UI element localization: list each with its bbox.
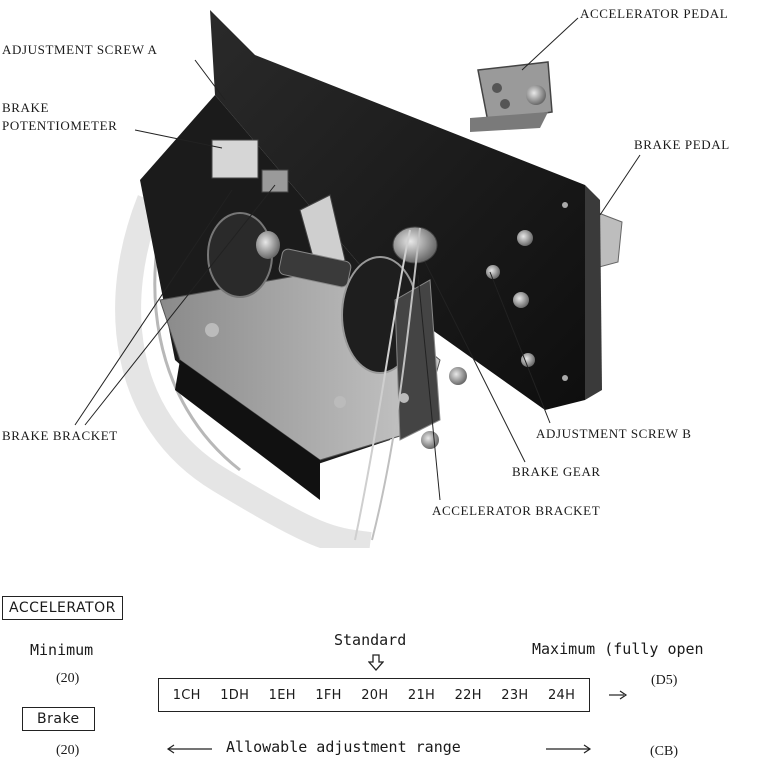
scale-value: 20H — [361, 687, 389, 703]
pedal-screw — [500, 99, 510, 109]
scale-value: 1CH — [172, 687, 201, 703]
callout-accelerator-pedal: ACCELERATOR PEDAL — [580, 6, 729, 21]
maximum-label: Maximum (fully open — [532, 640, 704, 658]
scale-value: 1DH — [220, 687, 250, 703]
scale-value: 1EH — [268, 687, 296, 703]
bolt — [399, 393, 409, 403]
pedal-boss — [526, 85, 546, 105]
plate-hole — [562, 375, 568, 381]
scale-value: 1FH — [315, 687, 342, 703]
standard-arrow-icon — [368, 654, 384, 671]
callout-adjustment-screw-b: ADJUSTMENT SCREW B — [536, 426, 692, 441]
brake-hub — [256, 231, 280, 259]
bolt — [334, 396, 346, 408]
base-shadow — [175, 360, 320, 500]
center-bracket — [299, 194, 346, 276]
callout-brake-potentiometer-line2: POTENTIOMETER — [2, 118, 118, 133]
callout-brake-potentiometer-line1: BRAKE — [2, 100, 50, 115]
wire — [354, 229, 411, 541]
callout-adjustment-screw-a: ADJUSTMENT SCREW A — [2, 42, 158, 57]
adjustment-scale: 1CH 1DH 1EH 1FH 20H 21H 22H 23H 24H — [158, 678, 590, 712]
pedal-arm — [470, 112, 548, 132]
callout-brake-pedal: BRAKE PEDAL — [634, 137, 730, 152]
accelerator-maximum-value: (D5) — [651, 673, 678, 688]
accelerator-label: ACCELERATOR — [2, 596, 123, 620]
brake-label: Brake — [22, 707, 95, 731]
brake-potentiometer-body — [211, 139, 259, 179]
bolt — [521, 353, 535, 367]
scale-value: 21H — [407, 687, 436, 703]
brake-maximum-value: (CB) — [650, 744, 678, 759]
allowable-range-label: Allowable adjustment range — [226, 738, 461, 756]
pedal-screw — [492, 83, 502, 93]
scale-value: 22H — [454, 687, 482, 703]
pedal-assembly-illustration — [74, 10, 641, 548]
bolt — [517, 230, 533, 246]
wire — [371, 227, 421, 541]
leader-lines — [74, 17, 641, 501]
plate-edge — [585, 185, 602, 400]
minimum-label: Minimum — [30, 641, 94, 659]
maximum-arrow-icon — [609, 690, 628, 700]
accelerator-minimum-value: (20) — [56, 671, 80, 686]
plate-hole — [562, 202, 568, 208]
standard-label: Standard — [334, 631, 407, 649]
bolt — [205, 323, 219, 337]
scale-value: 24H — [547, 687, 576, 703]
wire-bundle — [115, 195, 372, 548]
brake-minimum-value: (20) — [56, 743, 80, 758]
bolt — [513, 292, 529, 308]
bolt — [421, 431, 439, 449]
accelerator-gear — [392, 226, 438, 264]
scale-value: 23H — [501, 687, 529, 703]
range-left-arrow-icon — [166, 744, 212, 754]
callout-brake-gear: BRAKE GEAR — [512, 464, 601, 479]
brake-shaft — [278, 248, 352, 288]
pedal-assembly-figure: ADJUSTMENT SCREW A BRAKE POTENTIOMETER A… — [2, 6, 730, 548]
range-right-arrow-icon — [546, 744, 592, 754]
brake-gear-small — [261, 169, 289, 193]
callout-brake-bracket: BRAKE BRACKET — [2, 428, 118, 443]
mounting-plate — [210, 10, 585, 410]
bolt — [486, 265, 500, 279]
accelerator-pedal-shape — [477, 61, 553, 123]
callout-accelerator-bracket: ACCELERATOR BRACKET — [432, 503, 601, 518]
bolt — [449, 367, 467, 385]
